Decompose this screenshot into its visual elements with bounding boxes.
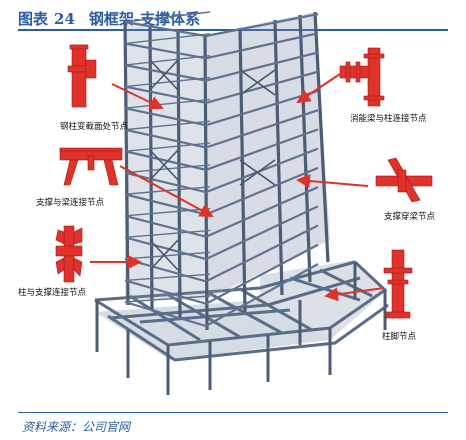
floor-beam-back <box>124 229 211 239</box>
arrow-brace-through <box>296 174 369 188</box>
floor-beam <box>124 109 319 149</box>
floor-beam-back <box>124 76 211 88</box>
floor-beam-back <box>124 11 211 23</box>
figure-label: 图表 <box>18 10 49 28</box>
floor-beam <box>124 224 319 283</box>
floor-beam-back <box>124 98 211 109</box>
callout-column-splice: 钢柱变截面处节点 <box>60 122 129 132</box>
floor-beam-back <box>124 120 211 131</box>
callout-beam-column: 消能梁与柱连接节点 <box>350 114 427 124</box>
callout-column-brace: 柱与支撑连接节点 <box>18 288 87 298</box>
arrow-column-splice <box>111 83 164 110</box>
footer-rule <box>18 412 448 413</box>
podium-frame <box>94 260 389 395</box>
figure-caption: 钢框架-支撑体系 <box>88 10 201 28</box>
brace-beam-node-icon <box>59 147 123 186</box>
floor-beam-back <box>124 142 211 152</box>
figure-title: 图表 24 钢框架-支撑体系 <box>18 8 200 29</box>
floor-beam <box>124 147 319 194</box>
floor-beam-back <box>124 273 211 282</box>
arrow-column-base <box>324 287 385 302</box>
source-note: 资料来源：公司官网 <box>22 420 131 434</box>
floor-beam <box>124 186 319 238</box>
floor-beam <box>124 243 319 305</box>
floor-beam-back <box>124 207 211 217</box>
tower-frame <box>123 11 330 331</box>
floor-beam-back <box>124 295 211 303</box>
column-base-node-icon <box>383 249 413 319</box>
floor-beam <box>124 51 319 82</box>
floor-beam <box>124 128 319 171</box>
brace-through-beam-node-icon <box>375 157 433 203</box>
arrow-beam-column <box>296 73 341 104</box>
arrow-brace-beam <box>119 165 214 217</box>
floor-beam <box>124 89 319 127</box>
floor-beam <box>124 263 319 328</box>
column-brace-node-icon <box>55 225 83 283</box>
callout-column-base: 柱脚节点 <box>382 332 417 342</box>
column-splice-node-icon <box>67 44 97 108</box>
callout-brace-through-beam: 支撑穿梁节点 <box>384 212 436 222</box>
floor-beam <box>124 205 319 261</box>
floor-beam-back <box>124 54 211 66</box>
floor-beam <box>124 12 319 38</box>
floor-beam <box>124 32 319 60</box>
floor-beam-back <box>124 33 211 45</box>
beam-column-node-icon <box>339 47 385 107</box>
callout-brace-beam: 支撑与梁连接节点 <box>36 198 105 208</box>
figure-number: 24 <box>54 10 75 28</box>
floor-beam <box>124 70 319 105</box>
floor-beam-back <box>124 186 211 196</box>
